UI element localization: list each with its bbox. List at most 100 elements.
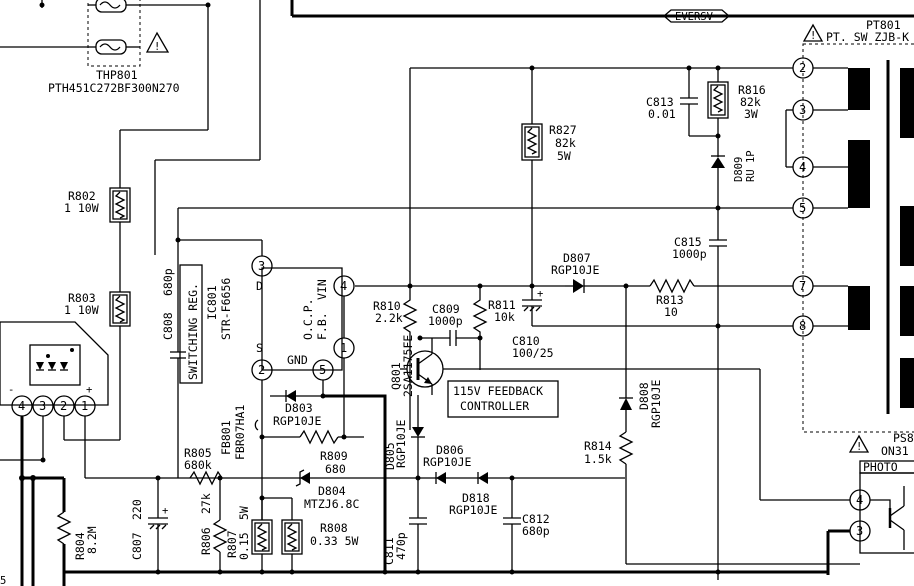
thp801-warning-icon: !	[145, 31, 170, 53]
r810-ref: R810	[373, 299, 401, 313]
d809-part: RU 1P	[745, 150, 757, 182]
r827-resistor	[521, 68, 543, 285]
bridge-pin-1: 1	[81, 399, 88, 413]
d808-diode	[619, 286, 633, 432]
r811-resistor	[472, 286, 488, 370]
q801-part: 2SA1175FE	[401, 335, 415, 397]
c812-ref: C812	[522, 512, 550, 526]
ic801-pin-5: 5	[319, 363, 326, 377]
d808-ref: D808	[637, 382, 651, 410]
r809-resistor	[262, 429, 364, 445]
d807-part: RGP10JE	[551, 263, 600, 277]
ic801-pin-vin: VIN	[315, 279, 329, 300]
r807-resistor	[251, 498, 273, 572]
pt801-name: PT. SW ZJB-K	[826, 30, 909, 44]
pt801-pin-5: 5	[799, 201, 806, 215]
c812-value: 680p	[522, 524, 550, 538]
ic801-function: SWITCHING REG.	[186, 283, 200, 380]
c810-capacitor: +	[522, 286, 543, 326]
r808-ref: R808	[320, 521, 348, 535]
r803-ref: R803	[68, 291, 96, 305]
edge-mark: 5	[0, 575, 6, 586]
bridge-pin-4: 4	[18, 399, 25, 413]
ps8-pin-3: 3	[856, 524, 863, 538]
thp801-thermistor	[0, 0, 141, 67]
c807-plus: +	[162, 505, 168, 517]
c807-value: 220	[130, 499, 144, 520]
ic801-pin-gnd: GND	[287, 353, 308, 367]
pt801-pin-2: 2	[799, 61, 806, 75]
c815-capacitor	[709, 208, 727, 580]
c809-value: 1000p	[428, 314, 463, 328]
warning-mark: !	[154, 41, 160, 53]
r810-value: 2.2k	[375, 311, 403, 325]
c812-capacitor	[503, 478, 521, 572]
r808-value: 0.33 5W	[310, 534, 359, 548]
c809-ref: C809	[432, 302, 460, 316]
ic801-ref: IC801	[205, 285, 219, 320]
bridge-minus: -	[8, 384, 14, 396]
r803-value: 1 10W	[64, 303, 99, 317]
c807-ref: C807	[130, 532, 144, 560]
bridge-plus: +	[86, 384, 92, 396]
r813-ref: R813	[656, 293, 684, 307]
feedback-line-1: 115V FEEDBACK	[453, 384, 543, 398]
c811-value: 470p	[394, 532, 408, 560]
c810-value: 100/25	[512, 346, 554, 360]
r803-resistor	[63, 291, 131, 441]
r814-ref: R814	[584, 439, 612, 453]
r802-resistor	[109, 187, 131, 292]
bridge-pin-3: 3	[39, 399, 46, 413]
ic801-pin-4: 4	[340, 279, 347, 293]
d803-diode	[285, 390, 296, 402]
q801-transistor	[400, 338, 760, 395]
r811-value: 10k	[494, 310, 515, 324]
d803-ref: D803	[285, 401, 313, 415]
c807-capacitor: +	[148, 478, 168, 572]
ps-warning-mark: !	[856, 441, 862, 453]
r809-value: 680	[325, 462, 346, 476]
ic801-pin-3: 3	[258, 259, 265, 273]
bridge-pin-2: 2	[60, 399, 67, 413]
r816-power: 3W	[744, 107, 758, 121]
c808-capacitor	[170, 290, 186, 478]
pt801-pin-7: 7	[799, 279, 806, 293]
d807-diode	[565, 279, 650, 293]
d808-part: RGP10JE	[649, 379, 663, 428]
fb801-ref: FB801	[219, 420, 233, 455]
pt801-pin-4: 4	[799, 160, 806, 174]
r802-value: 1 10W	[64, 201, 99, 215]
ic801-pin-s: S	[256, 341, 263, 355]
ic801-pin-2: 2	[258, 363, 265, 377]
r816-resistor	[707, 68, 729, 150]
photo-label: PHOTO	[863, 460, 898, 474]
r807-power: 5W	[237, 506, 251, 520]
ps8-pin-4: 4	[856, 493, 863, 507]
ps8-photocoupler: ! PS8 ON31 PHOTO 4 3	[848, 431, 914, 554]
d804-part: MTZJ6.8C	[304, 497, 359, 511]
pt801-pin-8: 8	[799, 319, 806, 333]
r813-resistor	[649, 278, 793, 294]
d818-part: RGP10JE	[449, 503, 498, 517]
eversv-bus: EVERSV	[290, 0, 914, 23]
c808-value: 680p	[161, 268, 175, 296]
pt801-warning-mark: !	[810, 30, 816, 42]
r816-value: 82k	[740, 95, 761, 109]
pt801-pin-3: 3	[799, 103, 806, 117]
d804-ref: D804	[318, 484, 346, 498]
r816-ref: R816	[738, 83, 766, 97]
r805-value: 680k	[184, 458, 212, 472]
r806-ref: R806	[199, 527, 213, 555]
bridge-rectifier: - + 4 3 2 1	[0, 321, 109, 417]
eversv-label: EVERSV	[675, 11, 714, 23]
c810-plus: +	[537, 288, 543, 300]
r813-value: 10	[664, 305, 678, 319]
c810-ref: C810	[512, 334, 540, 348]
ic801-pin-d: D	[256, 279, 263, 293]
c811-capacitor	[409, 517, 427, 572]
thp801-part: PTH451C272BF300N270	[48, 81, 180, 95]
ps8-ref: PS8	[893, 431, 914, 445]
r806-value: 27k	[199, 493, 213, 514]
ic801-part: STR-F6656	[219, 278, 233, 340]
